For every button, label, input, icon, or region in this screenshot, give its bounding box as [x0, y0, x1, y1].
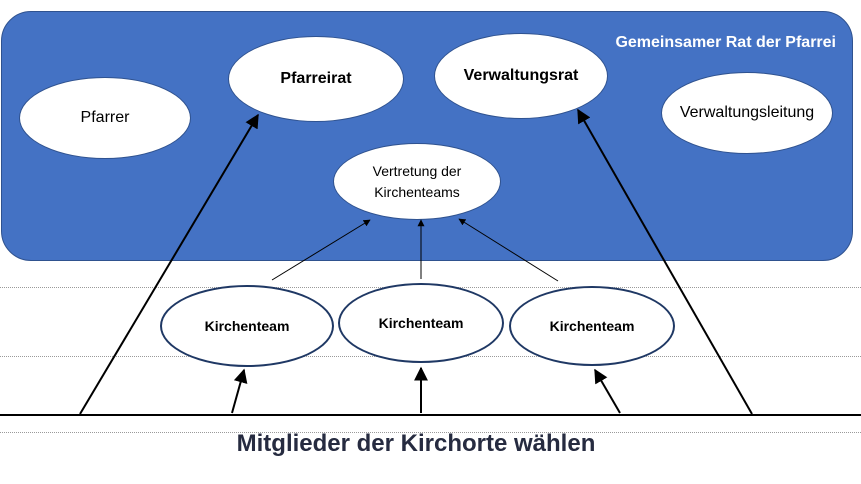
members-baseline [0, 414, 861, 416]
council-title: Gemeinsamer Rat der Pfarrei [615, 34, 836, 51]
verwaltungsrat-label: Verwaltungsrat [463, 67, 579, 84]
kirchenteam-label: Kirchenteam [204, 318, 290, 334]
kirchenteam-label: Kirchenteam [549, 318, 635, 334]
arrow-team1-to-vertretung [271, 219, 371, 281]
arrow-to-pfarreirat [79, 113, 259, 415]
pfarreirat-label: Pfarreirat [280, 70, 352, 87]
verwaltungsrat-oval: Verwaltungsrat [434, 33, 608, 119]
kirchenteam-oval-2: Kirchenteam [338, 283, 504, 363]
verwaltungsleitung-label: Verwaltungsleitung [679, 104, 815, 121]
pfarrer-label: Pfarrer [80, 109, 130, 126]
pfarreirat-oval: Pfarreirat [228, 36, 404, 122]
pfarrer-oval: Pfarrer [19, 77, 191, 159]
arrow-to-kirchenteam-3 [594, 368, 621, 414]
arrow-to-verwaltungsrat [577, 108, 753, 415]
verwaltungsleitung-oval: Verwaltungsleitung [661, 72, 833, 154]
arrow-to-kirchenteam-1 [231, 368, 248, 414]
vertretung-oval: Vertretung der Kirchenteams [333, 143, 501, 220]
kirchenteam-oval-1: Kirchenteam [160, 285, 334, 367]
grid-line [0, 432, 861, 433]
vertretung-label-line2: Kirchenteams [374, 183, 460, 200]
kirchenteam-label: Kirchenteam [378, 315, 464, 331]
arrow-team3-to-vertretung [458, 218, 559, 282]
footer-caption: Mitglieder der Kirchorte wählen [236, 430, 596, 457]
vertretung-label-line1: Vertretung der [372, 162, 462, 179]
kirchenteam-oval-3: Kirchenteam [509, 286, 675, 366]
